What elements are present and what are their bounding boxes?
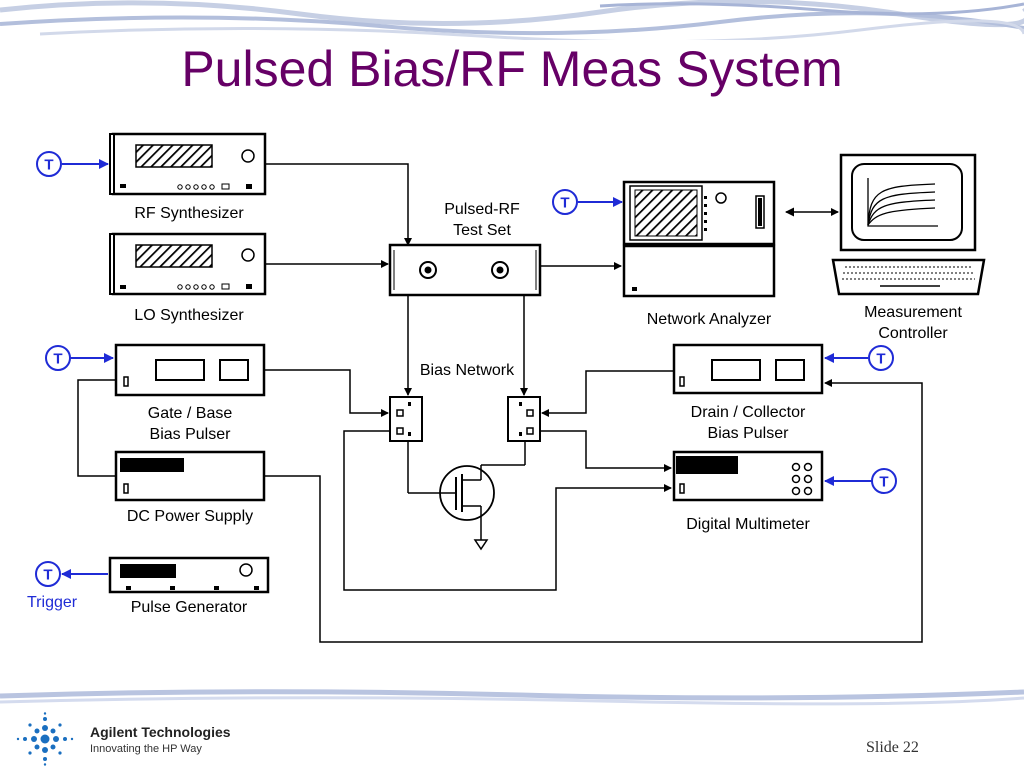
trigger-icon-pulse-generator: T (43, 567, 52, 584)
trigger-icons (35, 151, 897, 587)
footer-wave-decoration (0, 689, 1024, 706)
trigger-icon-rf-synth: T (44, 157, 53, 174)
dc-power-supply-instrument (114, 450, 266, 502)
trigger-icon-drain-pulser: T (876, 351, 885, 368)
slide-number: Slide 22 (866, 739, 919, 756)
measurement-controller-computer (831, 153, 986, 296)
label-controller-line2: Controller (878, 325, 948, 342)
label-lo-synthesizer: LO Synthesizer (134, 307, 244, 324)
transistor-dut-symbol (408, 464, 525, 551)
network-analyzer-instrument (622, 180, 776, 298)
gate-bias-pulser-instrument (114, 343, 266, 397)
pulsed-rf-test-set-instrument (388, 243, 542, 297)
trigger-icon-network-analyzer: T (560, 195, 569, 212)
digital-multimeter-instrument (672, 450, 824, 502)
drain-bias-pulser-instrument (672, 343, 824, 395)
label-measurement-controller: Measurement Controller (838, 302, 988, 344)
header-wave-decoration (0, 0, 1024, 40)
lo-synthesizer-instrument (109, 232, 267, 296)
label-controller-line1: Measurement (864, 304, 962, 321)
label-drain-pulser-line2: Bias Pulser (707, 425, 789, 442)
label-digital-multimeter: Digital Multimeter (686, 516, 810, 533)
label-gate-pulser-line2: Bias Pulser (149, 426, 231, 443)
label-gate-bias-pulser: Gate / Base Bias Pulser (110, 403, 270, 445)
label-network-analyzer: Network Analyzer (646, 311, 772, 328)
label-rf-synthesizer: RF Synthesizer (134, 205, 244, 222)
label-test-set-line2: Test Set (453, 222, 511, 239)
signal-wiring (77, 163, 923, 643)
agilent-spark-logo (16, 712, 74, 766)
bias-network-right (507, 396, 541, 442)
company-tagline: Innovating the HP Way (90, 743, 202, 755)
company-name: Agilent Technologies (90, 724, 231, 740)
label-test-set: Pulsed-RF Test Set (420, 199, 544, 241)
label-drain-pulser-line1: Drain / Collector (690, 404, 806, 421)
label-drain-bias-pulser: Drain / Collector Bias Pulser (664, 402, 832, 444)
rf-synthesizer-instrument (109, 132, 267, 196)
pulse-generator-instrument (108, 556, 270, 594)
slide-title: Pulsed Bias/RF Meas System (181, 41, 843, 97)
label-bias-network: Bias Network (419, 362, 515, 379)
trigger-icon-gate-pulser: T (53, 351, 62, 368)
label-gate-pulser-line1: Gate / Base (147, 405, 233, 422)
bias-network-left (389, 396, 423, 442)
label-dc-power-supply: DC Power Supply (126, 508, 254, 525)
trigger-icon-multimeter: T (879, 474, 888, 491)
label-test-set-line1: Pulsed-RF (444, 201, 520, 218)
label-trigger: Trigger (27, 594, 78, 611)
label-pulse-generator: Pulse Generator (130, 599, 248, 616)
